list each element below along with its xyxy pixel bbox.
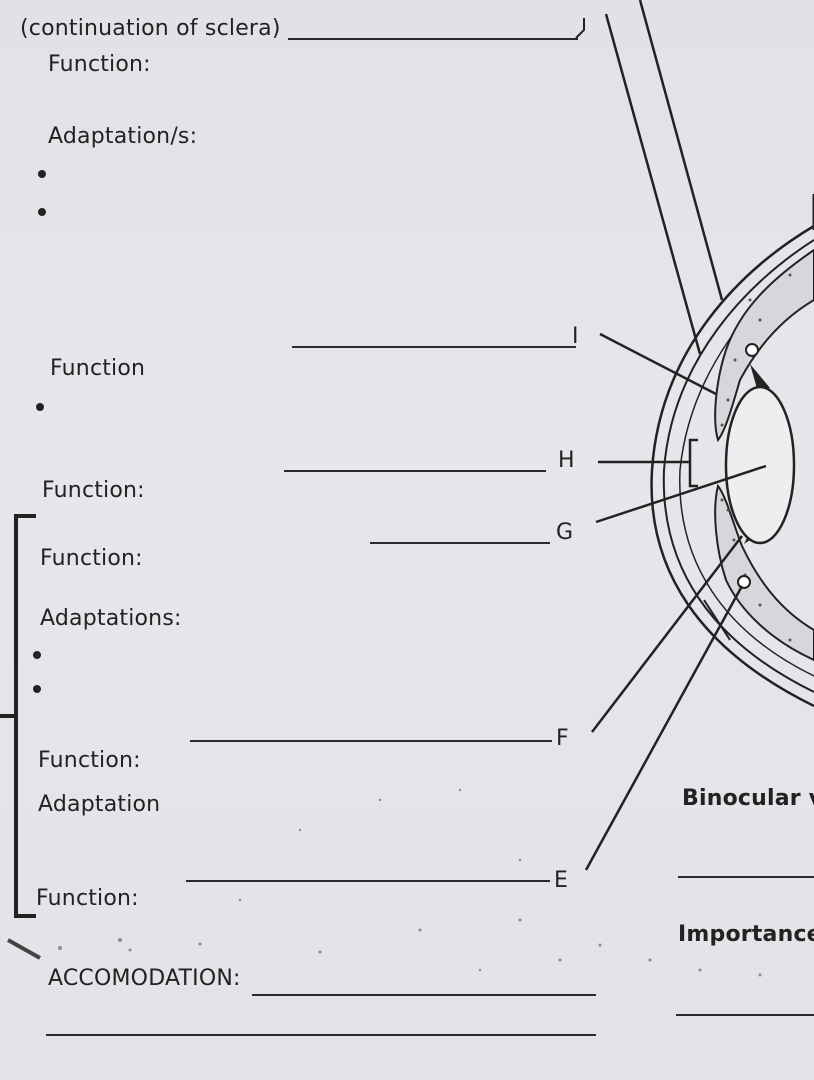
label-f: F [556,726,569,751]
label-g: G [556,520,574,545]
function-label-4: Function: [40,546,143,571]
blank-line-j[interactable] [288,38,578,40]
accommodation-line-1[interactable] [252,994,596,996]
scan-noise [58,788,762,977]
blank-line-g[interactable] [370,542,550,544]
adaptation-label-3: Adaptation [38,792,161,817]
bullet-point [33,685,41,693]
importance-text: Importance [678,922,814,947]
binocular-answer-line[interactable] [678,876,814,878]
adaptations-label-1: Adaptation/s: [48,124,198,149]
label-h: H [558,448,575,473]
binocular-vision-text: Binocular v [682,786,814,811]
cornea-bracket [688,438,698,488]
function-label-3: Function: [42,478,145,503]
label-e: E [554,868,568,893]
accommodation-line-2[interactable] [46,1034,596,1036]
adaptations-label-2: Adaptations: [40,606,182,631]
leader-line [703,599,731,641]
blank-line-i[interactable] [292,346,576,348]
label-i: I [572,324,579,349]
leader-line-i [599,332,717,396]
importance-answer-line[interactable] [676,1014,814,1016]
sclera-outline [650,224,814,708]
sclera-continuation-text: (continuation of sclera) [20,16,281,41]
leader-line-e [584,585,744,871]
function-label-2: Function [50,356,146,381]
suspensory-ligament-upper [750,364,770,392]
bullet-point [33,651,41,659]
function-label-1: Function: [48,52,151,77]
bullet-point [38,170,46,178]
lens-shape [724,385,796,545]
bullet-point [36,403,44,411]
leader-line-f [591,535,743,733]
blank-line-e[interactable] [186,880,550,882]
choroid-outline [662,239,814,693]
ciliary-body-lower [714,483,814,662]
suspensory-node-upper [745,343,759,357]
scan-smudge [7,938,41,960]
blank-line-f[interactable] [190,740,552,742]
bullet-point [38,208,46,216]
blank-line-h[interactable] [284,470,546,472]
leader-line [638,0,724,301]
ciliary-body-upper [714,248,814,443]
function-label-5: Function: [38,748,141,773]
function-label-6: Function: [36,886,139,911]
label-j-hook [575,18,585,39]
suspensory-node-lower [737,575,751,589]
bracket-icon [14,514,36,918]
leader-line-g [595,464,767,524]
leader-line [604,13,702,355]
accommodation-label: ACCOMODATION: [48,966,241,991]
